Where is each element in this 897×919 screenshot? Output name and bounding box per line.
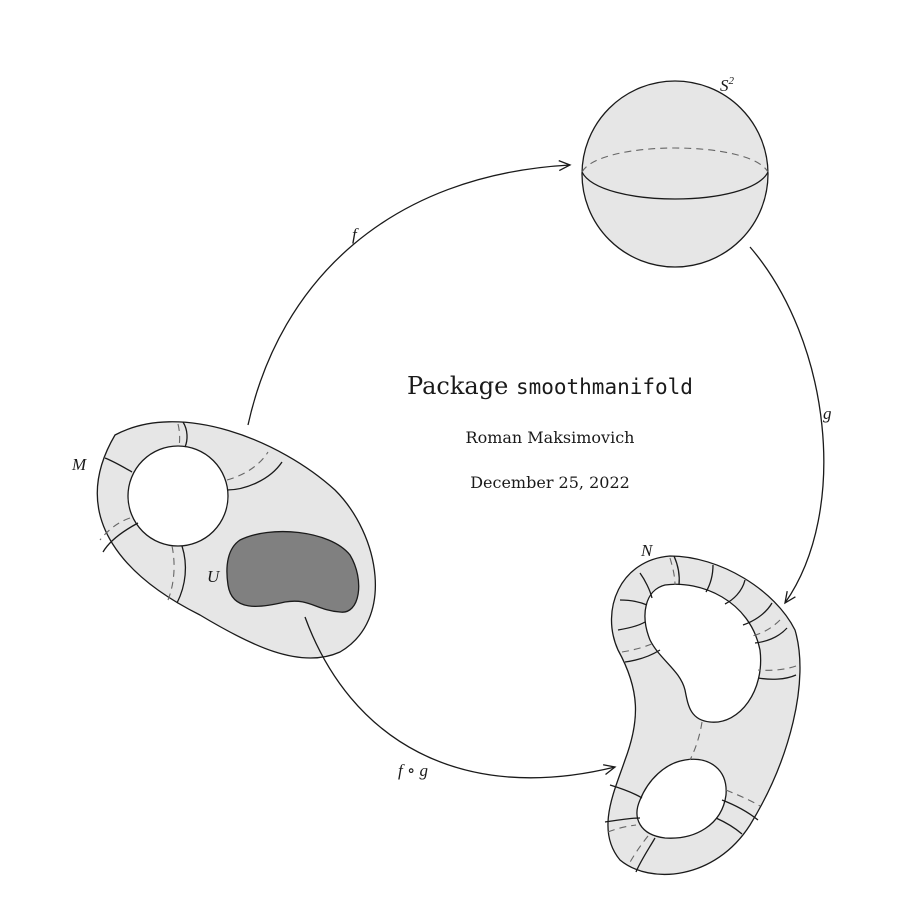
document-date: December 25, 2022 [470,473,630,492]
arrow-fog [304,616,617,779]
document-title: Package smoothmanifold [300,372,800,400]
title-prefix: Package [407,372,509,400]
manifold-m [96,421,376,659]
arrow-g-label: g [823,404,832,423]
arrow-g [749,246,825,605]
document-author: Roman Maksimovich [465,428,635,447]
manifold-n-label: N [640,541,654,560]
arrow-f [247,160,572,426]
manifold-n [604,555,801,876]
arrow-fog-label: f ∘ g [398,761,428,780]
sphere-label: S2 [720,75,735,95]
title-package-name: smoothmanifold [515,375,693,399]
region-u-label: U [207,567,221,586]
sphere-s2 [581,80,769,268]
manifold-m-label: M [71,455,87,474]
arrow-f-label: f [352,225,359,244]
